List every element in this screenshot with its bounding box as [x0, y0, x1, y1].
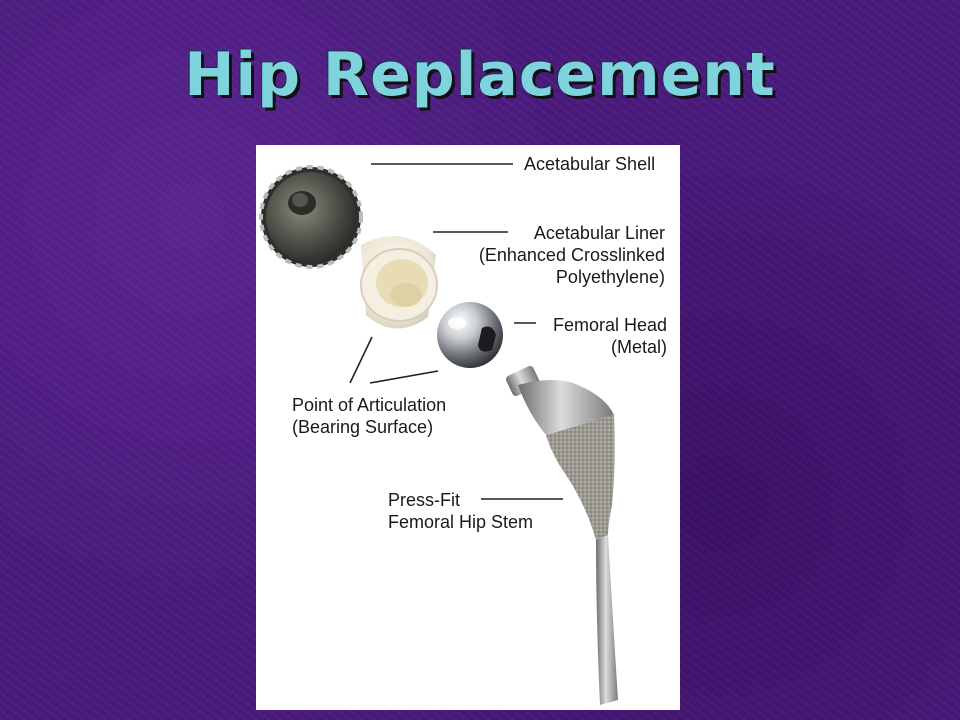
femoral-head-part — [437, 302, 503, 368]
acetabular-liner-label-line2: (Enhanced Crosslinked — [478, 245, 665, 265]
hip-implant-diagram: Acetabular Shell Acetabular Liner (Enhan… — [256, 145, 680, 710]
leader-lines — [349, 163, 563, 500]
acetabular-shell-part — [259, 165, 363, 269]
femoral-head-label: Femoral Head (Metal) — [526, 314, 667, 358]
femoral-stem-label-line2: Femoral Hip Stem — [388, 512, 534, 532]
acetabular-shell-label: Acetabular Shell — [524, 154, 656, 174]
articulation-label: Point of Articulation (Bearing Surface) — [292, 394, 446, 438]
femoral-head-label-line1: Femoral Head — [552, 315, 667, 335]
femoral-stem-label: Press-Fit Femoral Hip Stem — [388, 489, 533, 533]
slide-title: Hip Replacement — [184, 40, 776, 110]
acetabular-liner-part — [360, 236, 438, 329]
acetabular-liner-label-line3: Polyethylene) — [555, 267, 665, 287]
femoral-stem-label-line1: Press-Fit — [388, 490, 460, 510]
femoral-head-label-line2: (Metal) — [610, 337, 667, 357]
implant-illustration — [259, 163, 618, 705]
femoral-stem-part — [506, 366, 618, 705]
articulation-label-line1: Point of Articulation — [292, 395, 447, 415]
articulation-label-line2: (Bearing Surface) — [292, 417, 434, 437]
acetabular-liner-label-line1: Acetabular Liner — [533, 223, 665, 243]
acetabular-liner-label: Acetabular Liner (Enhanced Crosslinked P… — [454, 222, 665, 288]
